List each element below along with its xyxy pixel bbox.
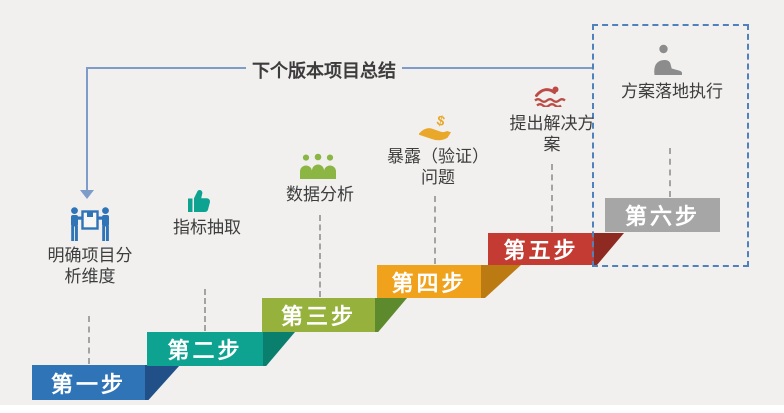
task-label-line: 案 [543,135,561,154]
connector-dashed-line-step3 [319,215,321,297]
task-label-step5: 提出解决方 案 [500,113,604,155]
task-label-line: 指标抽取 [173,218,241,237]
step-bar-4: 第四步 [377,265,481,298]
task-label-step4: 暴露（验证） 问题 [385,146,491,188]
step-bar-label: 第五步 [503,238,579,263]
step-bar-2-fold [263,332,295,366]
step-bar-label: 第六步 [624,204,700,229]
step-bar-label: 第一步 [50,371,126,397]
step-bar-6: 第六步 [605,198,720,232]
task-label-step1: 明确项目分 析维度 [28,245,152,287]
highlight-box [592,24,749,267]
arrow-down-head-icon [80,190,94,199]
step-bar-3: 第三步 [262,298,375,332]
task-label-line: 提出解决方 [509,114,595,133]
task-label-step6: 方案落地执行 [614,81,730,102]
connector-dashed-line-step4 [434,196,436,264]
svg-text:$: $ [435,113,447,129]
step-bar-1-fold [145,365,180,400]
team-icon [299,153,337,179]
task-label-line: 数据分析 [286,185,354,204]
movers-icon [68,206,112,242]
connector-dashed-line-step6 [669,148,671,197]
swimmer-icon [533,85,567,107]
thumbs-up-icon [186,186,214,214]
step-bar-label: 第四步 [391,270,467,296]
feedback-arrow-vertical-line [86,67,88,191]
step-bar-3-fold [375,298,407,332]
connector-dashed-line-step5 [551,164,553,232]
step-bar-4-fold [481,265,521,298]
task-label-line: 析维度 [64,267,116,286]
step-bar-1: 第一步 [32,365,145,400]
step-bar-label: 第二步 [167,338,243,363]
step-bar-5: 第五步 [488,233,594,265]
task-label-line: 明确项目分 [47,246,133,265]
step-bar-label: 第三步 [280,304,356,329]
bottom-white-strip [0,405,784,413]
feedback-arrow-label: 下个版本项目总结 [246,55,402,85]
connector-dashed-line-step1 [88,316,90,364]
hand-dollar-icon: $ [418,113,452,141]
task-label-line: 暴露（验证） [387,147,489,166]
connector-dashed-line-step2 [204,289,206,331]
task-label-line: 问题 [421,168,455,187]
task-label-step2: 指标抽取 [157,217,257,238]
step-bar-2: 第二步 [147,332,263,366]
sitting-person-icon [648,44,682,77]
task-label-step3: 数据分析 [270,184,370,205]
task-label-line: 方案落地执行 [621,82,723,101]
